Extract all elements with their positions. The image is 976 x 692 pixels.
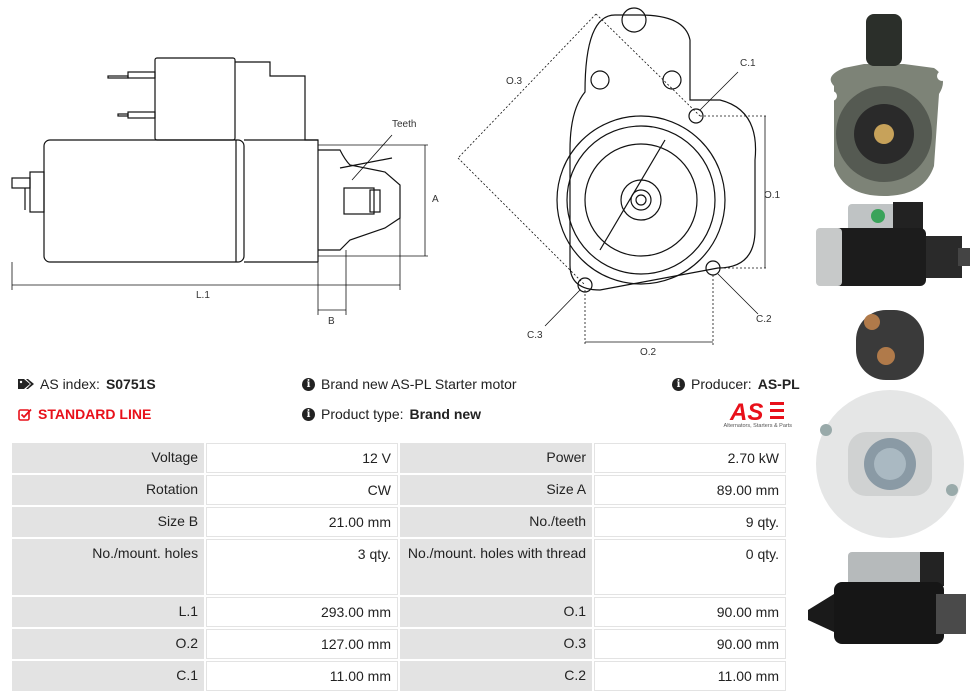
spec-value: 21.00 mm — [206, 507, 398, 537]
spec-key: O.3 — [400, 629, 593, 659]
as-index-value: S0751S — [105, 376, 156, 392]
product-type-label: Product type: — [321, 406, 404, 422]
spec-value: 2.70 kW — [594, 443, 786, 473]
dim-a-label: A — [432, 194, 439, 205]
dim-l1-label: L.1 — [196, 290, 210, 301]
product-description: Brand new AS-PL Starter motor — [321, 376, 517, 392]
as-index-row: AS index: S0751S — [18, 376, 156, 392]
dim-o1-label: O.1 — [764, 190, 781, 201]
product-type-row: i Product type: Brand new — [302, 406, 481, 422]
dim-o3-label: O.3 — [506, 76, 523, 87]
product-type-value: Brand new — [409, 406, 482, 422]
dim-c3-label: C.3 — [527, 330, 543, 341]
as-pl-logo: AS Alternators, Starters & Parts — [712, 398, 792, 432]
spec-key: No./teeth — [400, 507, 593, 537]
dim-c1-label: C.1 — [740, 58, 756, 69]
info-icon: i — [302, 377, 315, 391]
dim-b-label: B — [328, 316, 335, 327]
photo-front-view[interactable] — [808, 306, 972, 546]
producer-row: i Producer: AS-PL — [672, 376, 800, 392]
producer-value: AS-PL — [757, 376, 800, 392]
technical-drawing: Teeth A B L.1 O.3 C.1 O.1 C.2 C.3 O.2 — [0, 0, 800, 360]
info-icon: i — [672, 377, 685, 391]
teeth-label: Teeth — [392, 119, 417, 130]
spec-value: 3 qty. — [206, 539, 398, 595]
spec-key: Power — [400, 443, 593, 473]
spec-value: 11.00 mm — [206, 661, 398, 691]
spec-value: 9 qty. — [594, 507, 786, 537]
spec-value: 293.00 mm — [206, 597, 398, 627]
spec-value: 89.00 mm — [594, 475, 786, 505]
logo-text: AS — [729, 399, 763, 424]
producer-label: Producer: — [691, 376, 752, 392]
product-photos — [806, 0, 976, 692]
as-logo-mark: AS — [729, 399, 784, 426]
spec-key: C.2 — [400, 661, 593, 691]
spec-key: Voltage — [12, 443, 205, 473]
spec-value: 127.00 mm — [206, 629, 398, 659]
spec-value: 0 qty. — [594, 539, 786, 595]
dim-c2-label: C.2 — [756, 314, 772, 325]
spec-key: L.1 — [12, 597, 205, 627]
starter-side-and-front-view — [11, 7, 768, 345]
spec-key: Rotation — [12, 475, 205, 505]
spec-value: 11.00 mm — [594, 661, 786, 691]
standard-line-label: STANDARD LINE — [38, 406, 152, 422]
spec-key: O.2 — [12, 629, 205, 659]
standard-line-row: STANDARD LINE — [18, 406, 151, 422]
dim-o2-label: O.2 — [640, 347, 657, 358]
tags-icon — [18, 379, 34, 389]
spec-key: O.1 — [400, 597, 593, 627]
as-index-label: AS index: — [40, 376, 100, 392]
spec-key: No./mount. holes with thread — [400, 539, 593, 595]
info-icon: i — [302, 407, 315, 421]
spec-value: 12 V — [206, 443, 398, 473]
spec-key: Size A — [400, 475, 593, 505]
logo-subtitle: Alternators, Starters & Parts — [723, 423, 792, 429]
description-row: i Brand new AS-PL Starter motor — [302, 376, 517, 392]
photo-flange-view[interactable] — [814, 6, 954, 196]
spec-value: CW — [206, 475, 398, 505]
spec-value: 90.00 mm — [594, 629, 786, 659]
spec-key: C.1 — [12, 661, 205, 691]
spec-key: Size B — [12, 507, 205, 537]
photo-side-view[interactable] — [808, 200, 972, 290]
spec-key: No./mount. holes — [12, 539, 205, 595]
spec-value: 90.00 mm — [594, 597, 786, 627]
photo-drive-view[interactable] — [808, 548, 972, 648]
checkbox-icon — [18, 408, 32, 421]
